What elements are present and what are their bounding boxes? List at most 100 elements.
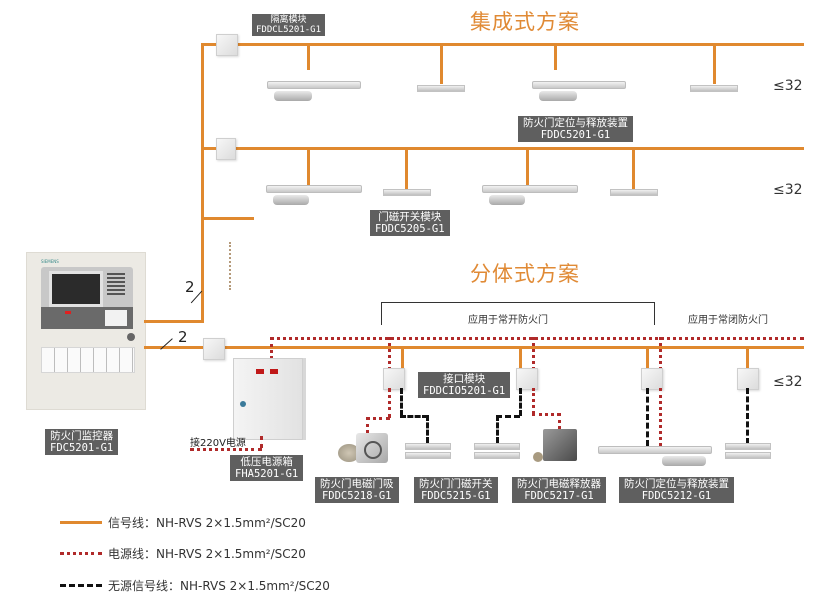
power-bus	[270, 337, 804, 340]
passive-drop	[746, 388, 749, 444]
signal-bus-row-2	[201, 147, 804, 150]
signal-drop	[307, 46, 310, 70]
release-plate	[533, 452, 543, 462]
door-closer-body	[273, 195, 309, 205]
electromagnetic-release	[543, 429, 577, 461]
power-box-display	[256, 369, 264, 374]
isolation-module-name: 隔离模块	[270, 15, 307, 25]
interface-module-label: 接口模块 FDDCIO5201-G1	[418, 372, 511, 398]
power-drop	[659, 388, 662, 446]
device-model: FDDC5212-G1	[641, 490, 712, 502]
device-model: FDDC5217-G1	[524, 490, 594, 502]
printer-slot	[105, 310, 127, 326]
passive-drop	[426, 415, 429, 443]
normally-closed-label: 应用于常闭防火门	[688, 315, 768, 326]
door-closer-body	[662, 456, 706, 466]
interface-module-4	[737, 368, 759, 390]
device-label: 防火门电磁门吸 FDDC5218-G1	[315, 477, 399, 503]
lower-wire-count: 2	[178, 328, 188, 346]
passive-run	[496, 415, 520, 418]
power-input-line	[190, 448, 262, 451]
holder-coil	[364, 441, 382, 459]
isolation-module-device-1	[216, 34, 238, 56]
device-model: FDDC5218-G1	[321, 490, 392, 502]
legend-passive-swatch	[60, 584, 102, 587]
normally-open-label: 应用于常开防火门	[468, 315, 548, 326]
magnetic-switch-part	[725, 452, 771, 459]
power-drop-box	[270, 337, 273, 359]
power-drop	[532, 388, 535, 414]
legend-power-label: 电源线：NH-RVS 2×1.5mm²/SC20	[108, 547, 306, 561]
release-device-name: 防火门定位与释放装置	[523, 117, 628, 129]
door-closer-rail	[266, 185, 362, 193]
signal-drop	[526, 150, 529, 186]
integrated-scheme-title: 集成式方案	[470, 10, 580, 34]
door-closer-rail	[598, 446, 712, 454]
controller-screen	[49, 271, 103, 307]
power-drop	[532, 337, 535, 370]
signal-drop	[713, 46, 716, 84]
signal-drop	[632, 150, 635, 190]
legend-signal-label: 信号线：NH-RVS 2×1.5mm²/SC20	[108, 516, 306, 530]
magnetic-switch-part	[474, 443, 520, 450]
device-model: FDDC5215-G1	[420, 490, 491, 502]
power-input-label: 接220V电源	[190, 438, 246, 449]
legend-passive-label: 无源信号线：NH-RVS 2×1.5mm²/SC20	[108, 579, 330, 593]
split-scheme-title: 分体式方案	[470, 262, 580, 286]
controller-name: 防火门监控器	[50, 430, 114, 442]
controller-key-lock	[127, 333, 135, 341]
power-run	[532, 413, 560, 416]
signal-stub	[201, 217, 254, 220]
fire-door-controller: SIEMENS	[26, 252, 146, 410]
controller-panel	[41, 267, 133, 329]
signal-drop	[440, 46, 443, 84]
normally-open-bracket	[381, 302, 655, 325]
door-magnet-switch	[690, 85, 738, 92]
power-box-model: FHA5201-G1	[235, 468, 299, 480]
door-closer-body	[489, 195, 525, 205]
isolation-module-label: 隔离模块 FDDCL5201-G1	[252, 14, 326, 36]
continuation-dots	[229, 242, 233, 290]
device-label: 防火门定位与释放装置 FDDC5212-G1	[619, 477, 734, 503]
power-drop	[558, 413, 561, 429]
alarm-led	[65, 311, 71, 314]
passive-run	[400, 415, 428, 418]
controller-indicator-panel	[41, 347, 135, 373]
signal-bus-split	[144, 346, 804, 349]
passive-drop	[519, 388, 522, 416]
row-2-device-count: ≤32	[773, 182, 803, 198]
interface-module-3	[641, 368, 663, 390]
power-box-lock	[240, 401, 246, 407]
signal-drop	[401, 349, 404, 370]
isolation-module-device-3	[203, 338, 225, 360]
power-box-label: 低压电源箱 FHA5201-G1	[230, 455, 304, 481]
row-1-device-count: ≤32	[773, 78, 803, 94]
electromagnetic-holder-plate	[338, 444, 360, 462]
power-drop	[388, 388, 391, 418]
door-magnet-switch	[610, 189, 658, 196]
device-name: 防火门门磁开关	[419, 478, 493, 490]
release-device-model: FDDC5201-G1	[540, 129, 611, 141]
controller-brand: SIEMENS	[41, 259, 59, 264]
magnetic-switch-part	[405, 452, 451, 459]
door-closer-rail	[532, 81, 626, 89]
device-name: 防火门电磁释放器	[517, 478, 601, 490]
power-drop	[388, 337, 391, 370]
controller-model: FDC5201-G1	[50, 442, 114, 454]
power-drop	[366, 417, 369, 433]
door-magnet-switch	[417, 85, 465, 92]
upper-wire-count: 2	[185, 278, 195, 296]
controller-button-strip	[41, 307, 133, 329]
passive-drop	[646, 388, 649, 446]
power-box-name: 低压电源箱	[240, 456, 293, 468]
isolation-module-model: FDDCL5201-G1	[256, 25, 322, 35]
interface-module-model: FDDCIO5201-G1	[423, 385, 506, 397]
signal-drop	[646, 349, 649, 370]
door-switch-module-label: 门磁开关模块 FDDC5205-G1	[370, 210, 450, 236]
power-run	[366, 417, 390, 420]
legend-signal-swatch	[60, 521, 102, 524]
magnetic-switch-part	[405, 443, 451, 450]
signal-drop	[519, 349, 522, 370]
door-closer-body	[274, 91, 312, 101]
power-input-drop	[260, 436, 263, 448]
